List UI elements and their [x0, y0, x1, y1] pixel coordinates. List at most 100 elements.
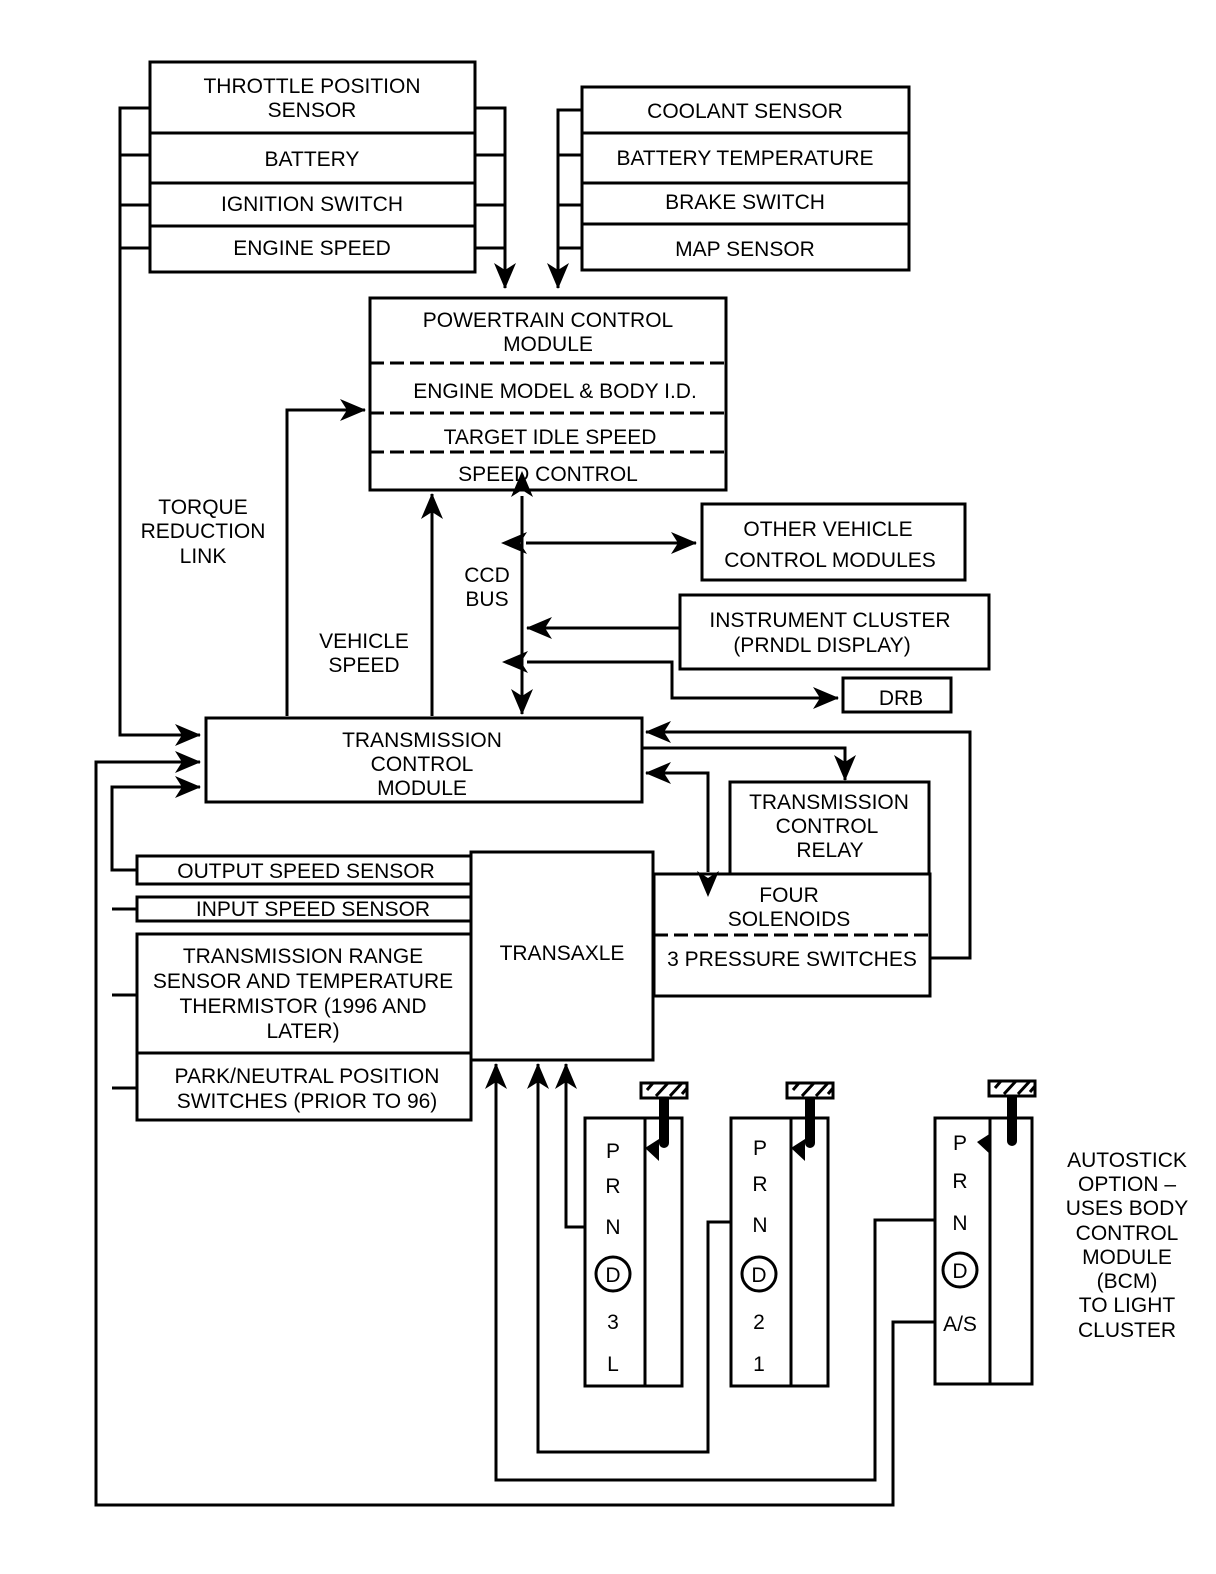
instrument-cluster-label-1: INSTRUMENT CLUSTER	[709, 609, 950, 632]
range-sensor-label-2: SENSOR AND TEMPERATURE	[153, 970, 453, 993]
torque-reduction-link-label-3: LINK	[180, 545, 227, 568]
shifter-2-pos-p: P	[753, 1137, 767, 1160]
autostick-line-1: AUTOSTICK	[1067, 1149, 1187, 1172]
target-idle-speed-label: TARGET IDLE SPEED	[444, 426, 657, 449]
shifter-2: P R N D 2 1	[729, 1081, 835, 1388]
transmission-control-module: TRANSMISSION CONTROL MODULE	[204, 716, 644, 804]
drb-box	[841, 676, 953, 714]
shifter-2-body	[729, 1116, 830, 1388]
pcm-box	[368, 296, 728, 492]
shifter-2-pos-1: 1	[753, 1353, 765, 1376]
autostick-line-7: TO LIGHT	[1079, 1294, 1176, 1317]
drb-label: DRB	[879, 687, 923, 710]
ignition-switch-label: IGNITION SWITCH	[221, 193, 403, 216]
shifter-1-pos-n: N	[605, 1216, 620, 1239]
pressure-switches-label: 3 PRESSURE SWITCHES	[667, 948, 917, 971]
bus-modules: OTHER VEHICLE CONTROL MODULES INSTRUMENT…	[501, 502, 991, 714]
tcm-output-links	[643, 721, 972, 960]
input-speed-sensor-label: INPUT SPEED SENSOR	[196, 898, 430, 921]
top-right-sensor-box	[580, 85, 911, 272]
sensor-wiring	[118, 106, 582, 746]
shifter-3-handle	[987, 1079, 1037, 1098]
output-speed-sensor-box	[135, 854, 473, 886]
shifter-1-pos-d: D	[605, 1264, 620, 1287]
solenoids-label-2: SOLENOIDS	[728, 908, 851, 931]
shifter-1-pos-p: P	[606, 1140, 620, 1163]
shifter-1: P R N D 3 L	[583, 1081, 689, 1388]
relay-solenoid-block: TRANSMISSION CONTROL RELAY FOUR SOLENOID…	[652, 780, 932, 998]
torque-reduction-link-label-1: TORQUE	[158, 496, 247, 519]
park-neutral-label-1: PARK/NEUTRAL POSITION	[175, 1065, 440, 1088]
coolant-sensor-label: COOLANT SENSOR	[647, 100, 843, 123]
throttle-position-sensor-label-1: THROTTLE POSITION	[203, 75, 420, 98]
shifter-2-pos-2: 2	[753, 1311, 765, 1334]
shifter-1-pos-3: 3	[607, 1311, 619, 1334]
pcm-title-line-2: MODULE	[503, 333, 593, 356]
autostick-line-4: CONTROL	[1076, 1222, 1179, 1245]
battery-label: BATTERY	[265, 148, 360, 171]
other-modules-label-1: OTHER VEHICLE	[743, 518, 912, 541]
shifter-2-pos-n: N	[752, 1214, 767, 1237]
autostick-line-3: USES BODY	[1066, 1197, 1189, 1220]
tcm-label-2: CONTROL	[371, 753, 474, 776]
other-modules-label-2: CONTROL MODULES	[724, 549, 936, 572]
shifter-3-body	[933, 1116, 1034, 1386]
throttle-position-sensor-label-2: SENSOR	[268, 99, 357, 122]
tcm-label-1: TRANSMISSION	[342, 729, 502, 752]
ccd-bus-label-2: BUS	[465, 588, 508, 611]
instrument-cluster-box	[678, 593, 991, 671]
other-modules-box	[700, 502, 967, 582]
shifter-3-pos-as: A/S	[943, 1313, 977, 1336]
vehicle-speed-label-2: SPEED	[328, 654, 399, 677]
torque-reduction-link-label-2: REDUCTION	[141, 520, 266, 543]
shifter-3-pos-r: R	[952, 1170, 967, 1193]
vehicle-speed-label-1: VEHICLE	[319, 630, 409, 653]
range-sensor-label-1: TRANSMISSION RANGE	[183, 945, 423, 968]
engine-speed-label: ENGINE SPEED	[233, 237, 391, 260]
solenoids-label-1: FOUR	[759, 884, 819, 907]
shifter-3-pos-n: N	[952, 1212, 967, 1235]
shifter-2-pos-r: R	[752, 1173, 767, 1196]
autostick-line-6: (BCM)	[1097, 1270, 1158, 1293]
left-sensors: OUTPUT SPEED SENSOR INPUT SPEED SENSOR T…	[110, 776, 473, 1122]
top-left-sensor-box	[148, 60, 477, 274]
side-labels: TORQUE REDUCTION LINK VEHICLE SPEED CCD …	[141, 496, 510, 677]
transaxle-label: TRANSAXLE	[500, 942, 625, 965]
shifter-1-pos-r: R	[605, 1175, 620, 1198]
relay-label-2: CONTROL	[776, 815, 879, 838]
tcm-label-3: MODULE	[377, 777, 467, 800]
shifter-3: P R N D A/S	[933, 1079, 1037, 1386]
range-sensor-box	[135, 932, 473, 1122]
engine-model-body-id-label: ENGINE MODEL & BODY I.D.	[413, 380, 697, 403]
ccd-bus-label-1: CCD	[464, 564, 510, 587]
shifter-2-handle	[785, 1081, 835, 1100]
range-sensor-label-3: THERMISTOR (1996 AND	[179, 995, 426, 1018]
top-left-sensor-stack: THROTTLE POSITION SENSOR BATTERY IGNITIO…	[148, 60, 477, 274]
relay-label-1: TRANSMISSION	[749, 791, 909, 814]
speed-control-label: SPEED CONTROL	[458, 463, 638, 486]
park-neutral-label-2: SWITCHES (PRIOR TO 96)	[177, 1090, 438, 1113]
tcm-box	[204, 716, 644, 804]
pcm-title-line-1: POWERTRAIN CONTROL	[423, 309, 673, 332]
map-sensor-label: MAP SENSOR	[675, 238, 815, 261]
powertrain-control-module: POWERTRAIN CONTROL MODULE ENGINE MODEL &…	[368, 296, 728, 492]
shifter-3-pos-p: P	[953, 1132, 967, 1155]
relay-label-3: RELAY	[796, 839, 863, 862]
shifter-1-body	[583, 1116, 684, 1388]
transaxle: TRANSAXLE	[469, 850, 655, 1062]
shifter-2-pos-d: D	[751, 1264, 766, 1287]
brake-switch-label: BRAKE SWITCH	[665, 191, 825, 214]
instrument-cluster-label-2: (PRNDL DISPLAY)	[733, 634, 910, 657]
shifter-wiring	[94, 751, 935, 1507]
battery-temperature-label: BATTERY TEMPERATURE	[616, 147, 873, 170]
autostick-line-8: CLUSTER	[1078, 1319, 1176, 1342]
autostick-line-2: OPTION –	[1078, 1173, 1176, 1196]
range-sensor-label-4: LATER)	[266, 1020, 339, 1043]
shifter-3-pos-d: D	[952, 1260, 967, 1283]
shifter-1-handle	[639, 1081, 689, 1100]
top-right-sensor-stack: COOLANT SENSOR BATTERY TEMPERATURE BRAKE…	[580, 85, 911, 272]
shifter-1-pos-l: L	[607, 1353, 619, 1376]
autostick-note: AUTOSTICK OPTION – USES BODY CONTROL MOD…	[1066, 1149, 1189, 1342]
output-speed-sensor-label: OUTPUT SPEED SENSOR	[177, 860, 435, 883]
